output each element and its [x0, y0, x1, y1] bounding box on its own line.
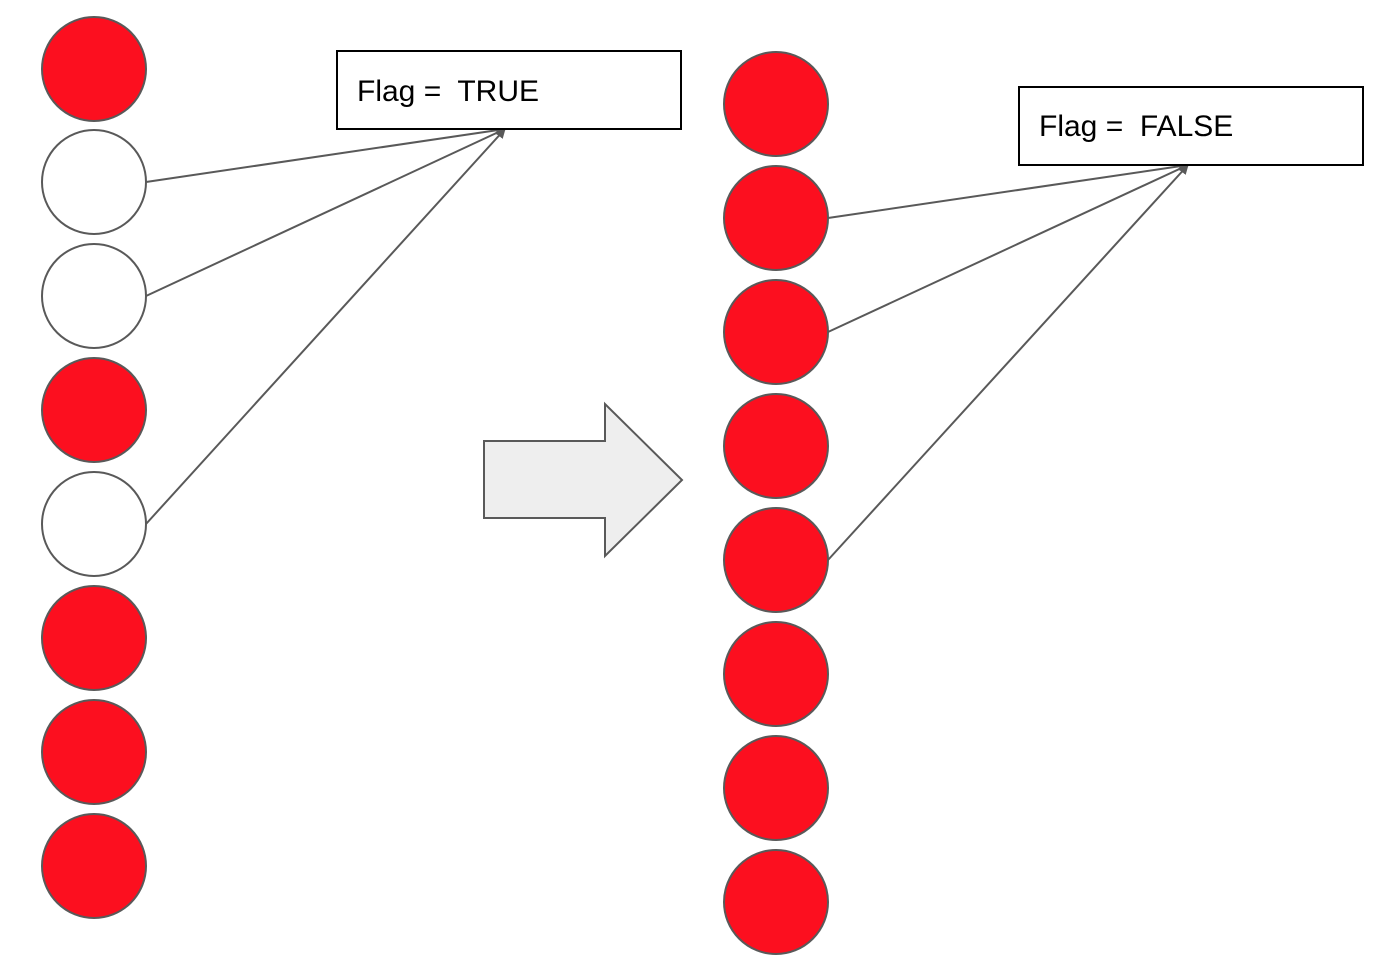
after-circle-1-filled: [723, 51, 829, 157]
before-connector-from-circle-3: [145, 128, 506, 297]
after-circle-column: [723, 51, 829, 955]
before-connector-from-circle-5: [145, 128, 506, 525]
after-flag-label: Flag = FALSE: [1039, 110, 1233, 143]
after-flag-box: Flag = FALSE: [1018, 86, 1364, 166]
before-flag-label: Flag = TRUE: [357, 75, 539, 108]
before-flag-box: Flag = TRUE: [336, 50, 682, 130]
after-circle-2-filled: [723, 165, 829, 271]
after-connector-from-circle-3: [827, 164, 1189, 333]
after-circle-3-filled: [723, 279, 829, 385]
after-circle-4-filled: [723, 393, 829, 499]
before-circle-6-filled: [41, 585, 147, 691]
after-circle-8-filled: [723, 849, 829, 955]
after-connectors: [827, 161, 1189, 561]
before-circle-column: [41, 16, 147, 919]
before-circle-4-filled: [41, 357, 147, 463]
before-connector-from-circle-2: [145, 125, 506, 183]
before-circle-5-empty: [41, 471, 147, 577]
before-circle-3-empty: [41, 243, 147, 349]
before-connectors: [145, 125, 506, 525]
before-circle-2-empty: [41, 129, 147, 235]
after-circle-5-filled: [723, 507, 829, 613]
after-connector-from-circle-5: [827, 164, 1189, 561]
before-circle-1-filled: [41, 16, 147, 122]
transition-arrow: [483, 401, 684, 559]
before-circle-8-filled: [41, 813, 147, 919]
before-circle-7-filled: [41, 699, 147, 805]
after-circle-7-filled: [723, 735, 829, 841]
after-connector-from-circle-2: [827, 161, 1189, 219]
after-circle-6-filled: [723, 621, 829, 727]
